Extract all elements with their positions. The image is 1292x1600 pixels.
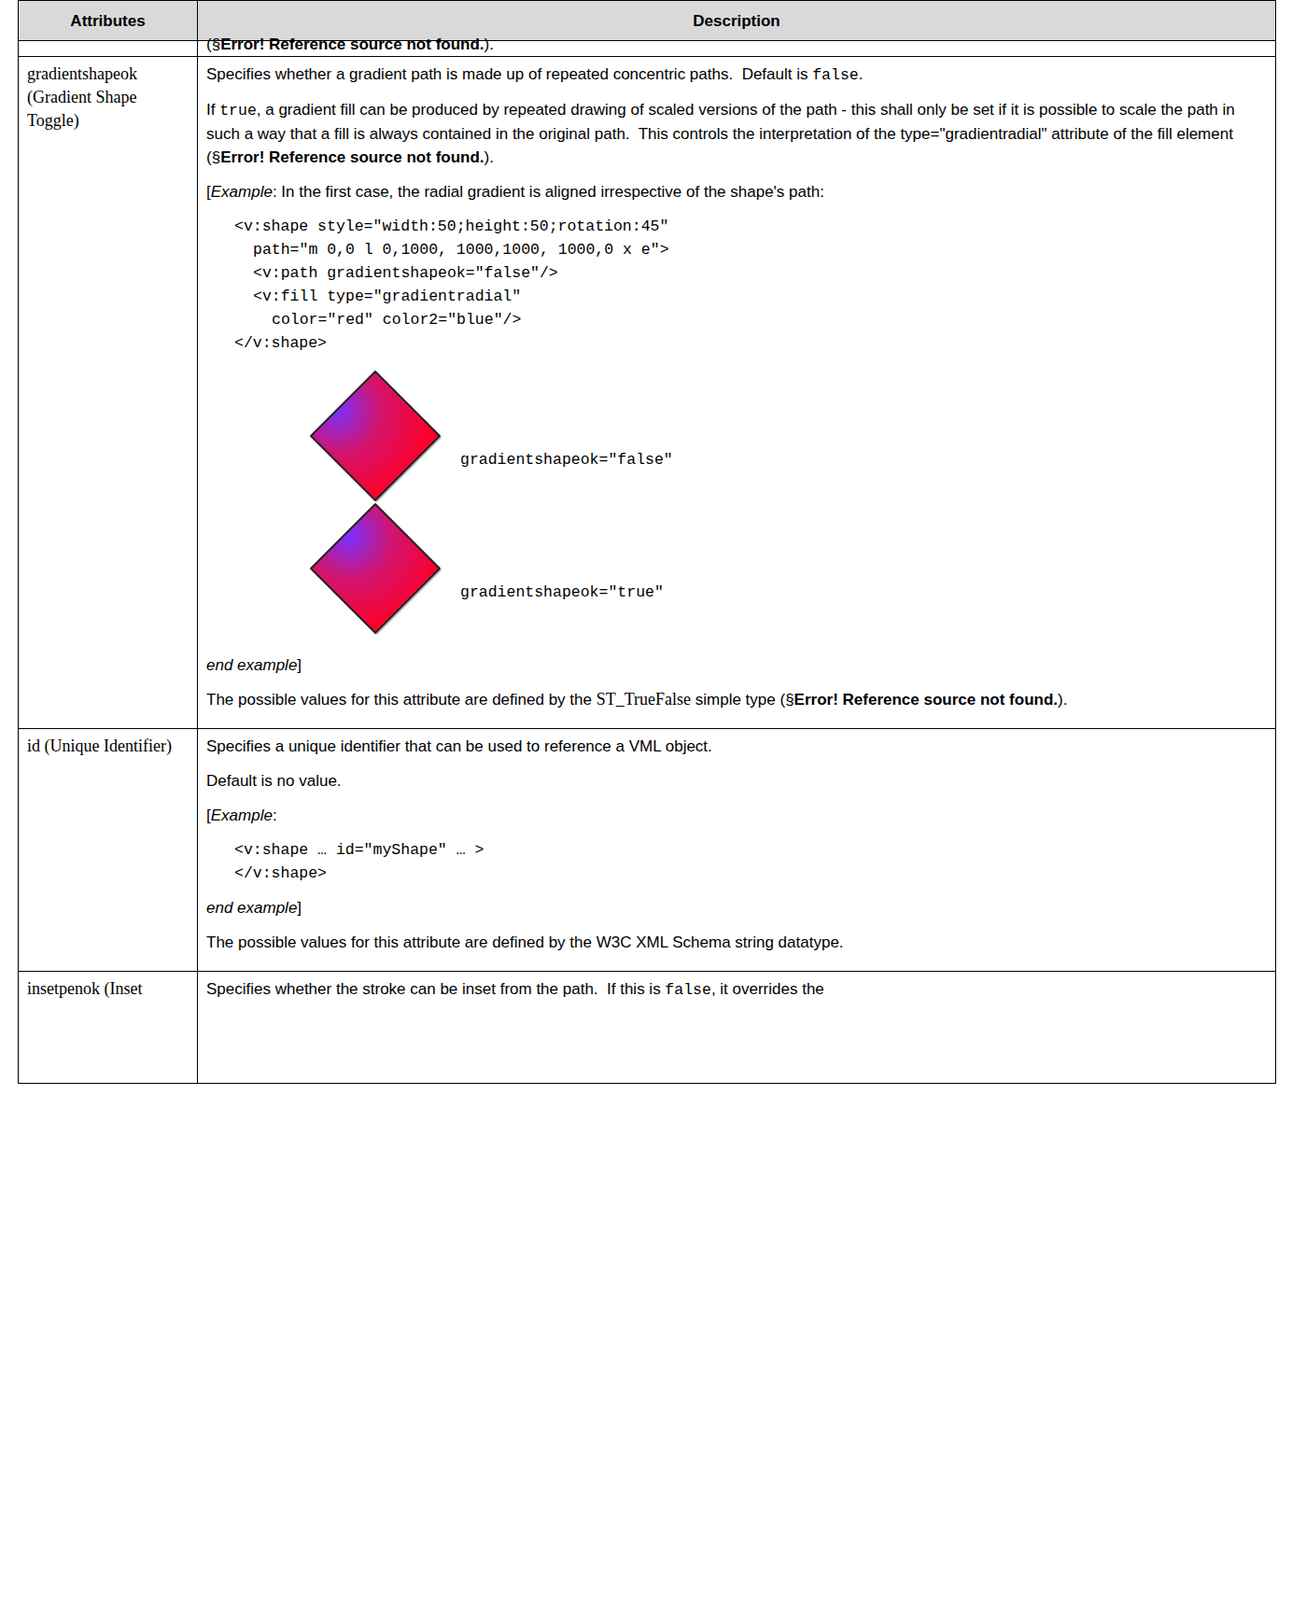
table-row: gradientshapeok (Gradient Shape Toggle) S…	[18, 56, 1277, 730]
text-run: [	[206, 806, 211, 825]
paragraph: Default is no value.	[206, 769, 1267, 793]
text-run: :	[272, 806, 278, 825]
gradient-diamond	[305, 365, 446, 506]
paragraph: (§Error! Reference source not found.).	[206, 32, 1267, 57]
text-run: ).	[484, 35, 494, 54]
paragraph: end example]	[206, 653, 1267, 677]
column-header: Description	[197, 0, 1277, 42]
figure-caption: gradientshapeok="false"	[460, 448, 674, 472]
paragraph: Specifies whether the stroke can be inse…	[206, 977, 1267, 1002]
paragraph: Specifies a unique identifier that can b…	[206, 734, 1267, 759]
attribute-cell: insetpenok (Inset	[18, 971, 198, 1084]
text-run: If	[206, 100, 220, 119]
text-run: false	[812, 66, 859, 85]
text-run: (§	[206, 35, 221, 54]
attribute-name: insetpenok (Inset	[27, 977, 189, 1001]
code-line: </v:shape>	[234, 861, 1267, 885]
figure-caption: gradientshapeok="true"	[460, 580, 664, 604]
page-body: AttributesDescription(§Error! Reference …	[17, 0, 1277, 1084]
text-run: Error! Reference source not found.	[794, 690, 1058, 709]
column	[18, 0, 198, 1084]
attribute-cell	[18, 41, 198, 57]
code-line: color="red" color2="blue"/>	[234, 308, 1267, 332]
table-row: insetpenok (Inset Specifies whether the s…	[18, 971, 1277, 1084]
text-run: Example	[210, 806, 273, 825]
text-run: Default is no value.	[206, 772, 342, 790]
paragraph: Specifies whether a gradient path is mad…	[206, 62, 1267, 87]
text-run: , it overrides the	[711, 980, 825, 998]
example-figure: gradientshapeok="false" gradientshapeok="…	[206, 365, 1267, 639]
text-run: simple type (§	[690, 690, 795, 709]
gradient-diamond	[305, 498, 446, 639]
text-run: .	[858, 65, 864, 84]
text-run: The possible values for this attribute a…	[206, 933, 844, 952]
text-run: Specifies whether the stroke can be inse…	[206, 980, 665, 998]
text-run: end example	[206, 656, 297, 675]
attribute-name: gradientshapeok (Gradient Shape Toggle)	[27, 62, 189, 133]
text-run: Error! Reference source not found.	[220, 148, 484, 167]
text-run: [	[206, 182, 211, 201]
description-cell: (§Error! Reference source not found.).	[197, 41, 1277, 57]
attribute-table: AttributesDescription(§Error! Reference …	[17, 0, 1277, 1084]
text-run: Specifies a unique identifier that can b…	[206, 737, 713, 756]
attribute-cell: id (Unique Identifier)	[18, 729, 198, 972]
attribute-name: id (Unique Identifier)	[27, 734, 189, 759]
paragraph: [Example:	[206, 803, 1267, 828]
paragraph: end example]	[206, 896, 1267, 920]
text-run: ).	[484, 148, 494, 167]
code-line: <v:shape style="width:50;height:50;rotat…	[234, 214, 1267, 239]
text-run: Specifies whether a gradient path is mad…	[206, 65, 813, 84]
text-run: Error! Reference source not found.	[220, 35, 484, 54]
code-line: path="m 0,0 l 0,1000, 1000,1000, 1000,0 …	[234, 238, 1267, 262]
attribute-cell: gradientshapeok (Gradient Shape Toggle)	[18, 56, 198, 730]
code-block: <v:shape style="width:50;height:50;rotat…	[234, 214, 1267, 355]
text-run: ]	[296, 656, 302, 675]
code-line: <v:fill type="gradientradial"	[234, 284, 1267, 309]
text-run: ).	[1057, 690, 1068, 709]
paragraph: If true, a gradient fill can be produced…	[206, 98, 1267, 169]
description-cell: Specifies a unique identifier that can b…	[197, 729, 1277, 972]
text-run: ST_TrueFalse	[596, 689, 691, 709]
text-run: ]	[296, 898, 302, 917]
code-line: <v:path gradientshapeok="false"/>	[234, 261, 1267, 285]
text-run: Example	[210, 182, 273, 201]
paragraph: The possible values for this attribute a…	[206, 688, 1267, 712]
description-cell: Specifies whether a gradient path is mad…	[197, 56, 1277, 730]
text-run: : In the first case, the radial gradient…	[272, 182, 825, 201]
table-row: (§Error! Reference source not found.).	[18, 41, 1277, 57]
header-row: AttributesDescription	[18, 0, 1277, 42]
text-run: The possible values for this attribute a…	[206, 690, 597, 709]
table-row: id (Unique Identifier) Specifies a unique…	[18, 729, 1277, 972]
text-run: true	[219, 101, 257, 120]
description-cell: Specifies whether the stroke can be inse…	[197, 971, 1277, 1084]
paragraph: [Example: In the first case, the radial …	[206, 180, 1267, 204]
paragraph: The possible values for this attribute a…	[206, 930, 1267, 955]
text-run: false	[664, 981, 712, 999]
code-line: <v:shape … id="myShape" … >	[234, 838, 1267, 862]
text-run: end example	[206, 898, 297, 917]
column-header: Attributes	[18, 0, 198, 42]
code-block: <v:shape … id="myShape" … ></v:shape>	[234, 838, 1267, 885]
code-line: </v:shape>	[234, 331, 1267, 355]
